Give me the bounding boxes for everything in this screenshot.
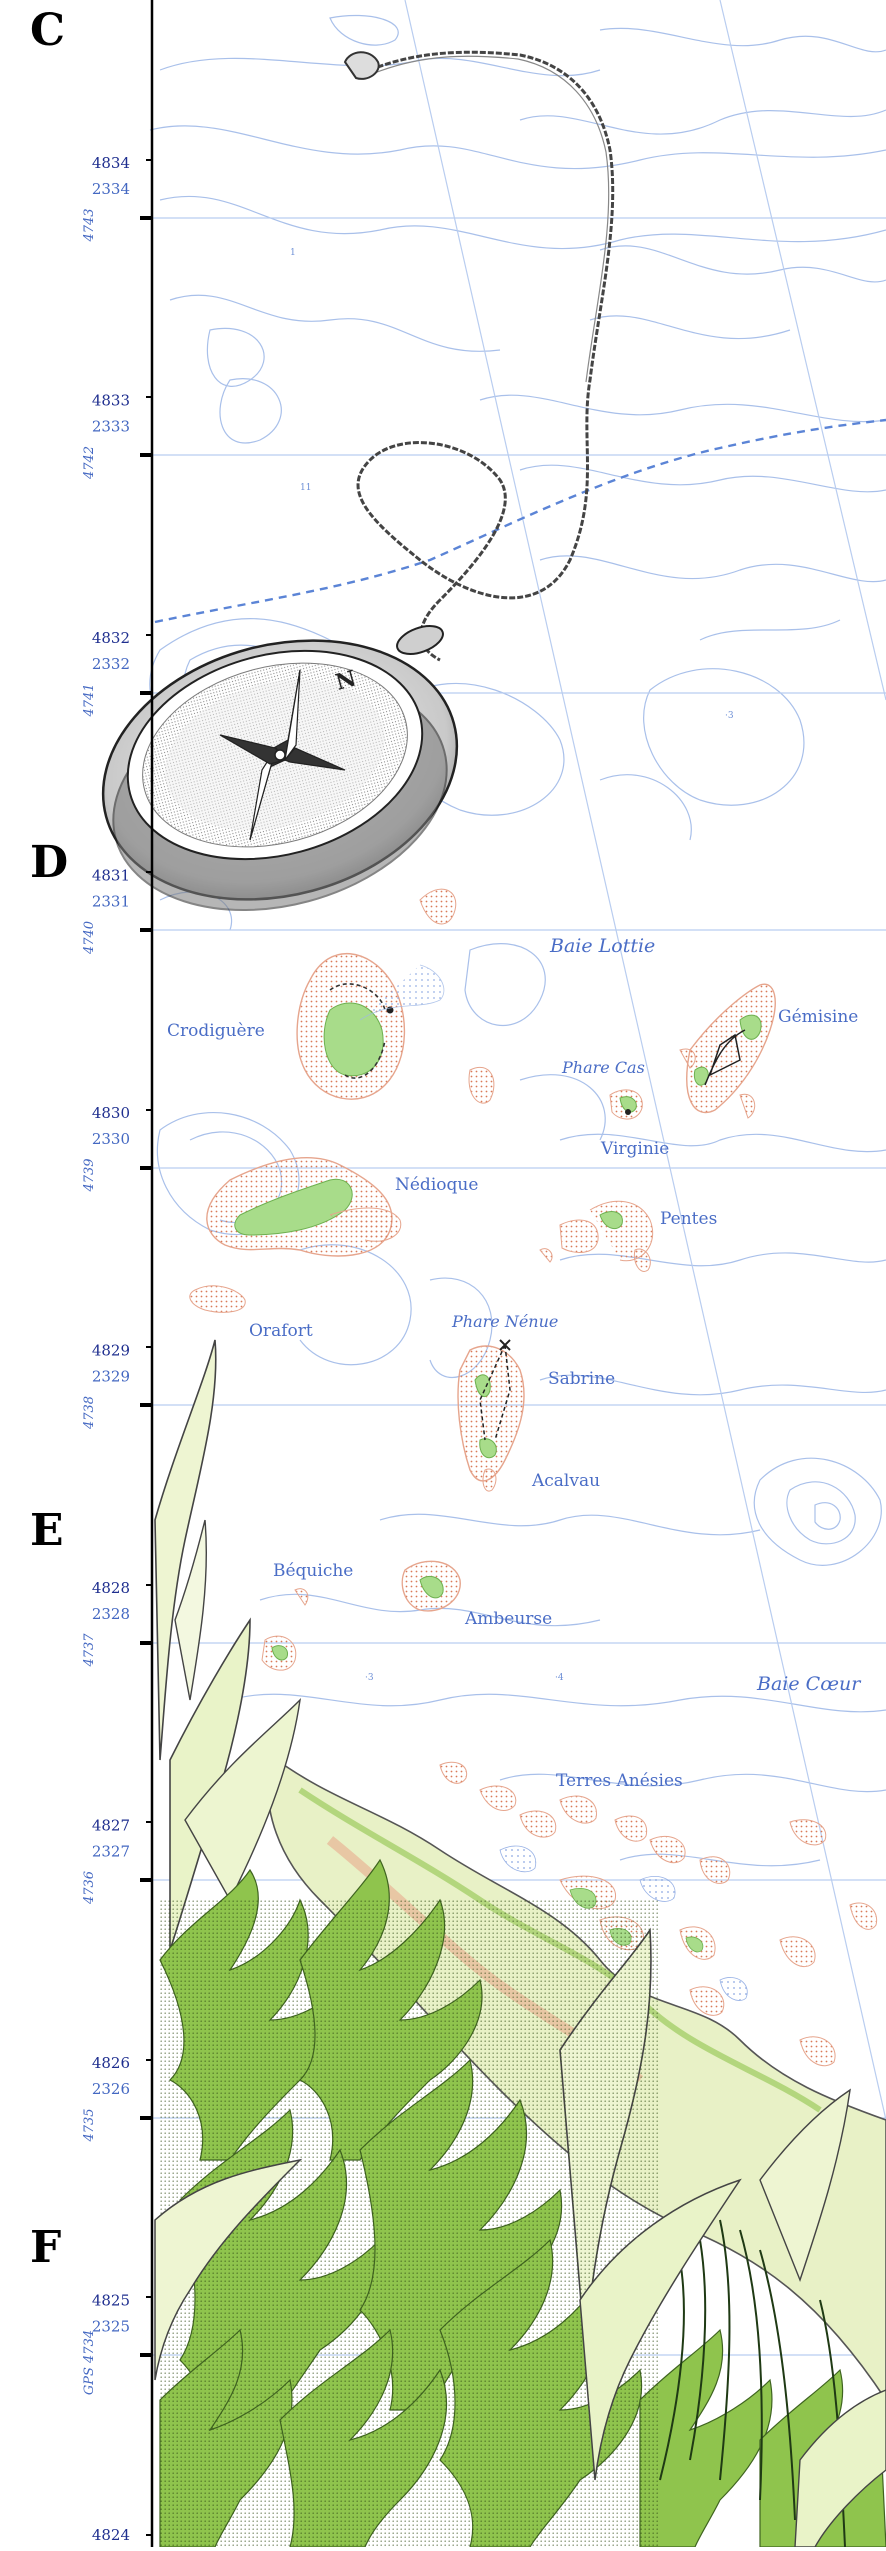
svg-text:·3: ·3 [725, 711, 734, 721]
scale-rotated-label: 4735 [82, 2108, 97, 2142]
scale-secondary-label: 2326 [92, 2080, 130, 2098]
scale-primary-label: 4824 [92, 2526, 130, 2544]
scale-rotated-label: 4740 [82, 921, 97, 955]
scale-secondary-label: 2333 [92, 418, 130, 436]
scale-secondary-label: 2325 [92, 2318, 130, 2336]
label-nedioque: Nédioque [395, 1175, 478, 1195]
section-letter-c: C [30, 5, 65, 56]
scale-primary-label: 4830 [92, 1104, 130, 1122]
section-letter-d: D [30, 837, 68, 888]
section-letters: C D E F [30, 5, 68, 2273]
label-terres-anesies: Terres Anésies [556, 1771, 683, 1791]
svg-text:11: 11 [300, 483, 311, 493]
label-crodiguere: Crodiguère [167, 1021, 265, 1041]
label-baie-coeur: Baie Cœur [756, 1673, 862, 1695]
svg-text:·3: ·3 [365, 1673, 374, 1683]
label-ambeurse: Ambeurse [464, 1609, 552, 1629]
scale-primary-label: 4833 [92, 392, 130, 410]
label-phare-cas: Phare Cas [561, 1058, 645, 1077]
scale-secondary-label: 2328 [92, 1605, 130, 1623]
label-orafort: Orafort [249, 1321, 313, 1341]
scale-primary-label: 4825 [92, 2292, 130, 2310]
scale-primary-label: 4827 [92, 1817, 130, 1835]
pocket-compass-with-chain-icon: N [101, 50, 615, 912]
scale-secondary-label: 2327 [92, 1843, 130, 1861]
scale-secondary-label: 2329 [92, 1368, 130, 1386]
scale-primary-label: 4832 [92, 629, 130, 647]
scale-primary-label: 4834 [92, 154, 130, 172]
bathymetric-contours [149, 14, 886, 1867]
label-phare-nenue: Phare Nénue [451, 1312, 558, 1331]
scale-rotated-label: 4741 [82, 683, 97, 717]
label-gemisine: Gémisine [778, 1007, 858, 1027]
scale-rotated-label: 4738 [82, 1396, 97, 1430]
label-virginie: Virginie [600, 1139, 669, 1159]
scale-secondary-label: 2331 [92, 893, 130, 911]
scale-primary-label: 4829 [92, 1342, 130, 1360]
limit-dashed-line [154, 418, 886, 624]
scale-rotated-label: 4736 [82, 1871, 97, 1905]
scale-rotated-label: 4737 [82, 1633, 97, 1668]
scale-secondary-label: 2332 [92, 655, 130, 673]
scale-primary-label: 4831 [92, 867, 130, 885]
label-bequiche: Béquiche [273, 1561, 353, 1581]
scale-rotated-label: GPS 4734 [82, 2330, 97, 2395]
seaweed-illustration-icon [154, 1339, 886, 2548]
scale-rotated-label: 4743 [82, 208, 97, 242]
section-letter-e: E [30, 1505, 64, 1556]
scale-secondary-label: 2334 [92, 180, 130, 198]
scale-primary-label: 4828 [92, 1579, 130, 1597]
scale-rotated-label: 4742 [82, 446, 97, 480]
label-pentes: Pentes [660, 1209, 717, 1229]
place-labels: Baie Lottie Crodiguère Gémisine Phare Ca… [167, 935, 862, 1791]
svg-text:1: 1 [290, 248, 296, 258]
svg-text:·4: ·4 [555, 1673, 564, 1683]
depth-soundings: 1 11 ·3 ·3 ·4 [290, 248, 734, 1683]
scale-secondary-label: 2330 [92, 1130, 130, 1148]
label-baie-lottie: Baie Lottie [549, 935, 655, 957]
label-sabrine: Sabrine [548, 1369, 615, 1389]
label-acalvau: Acalvau [531, 1471, 600, 1491]
section-letter-f: F [30, 2222, 61, 2273]
left-scale-bar: 4834 4833 4832 4831 4830 4829 4828 4827 4826 4825… [82, 0, 154, 2547]
scale-primary-label: 4826 [92, 2054, 130, 2072]
scale-rotated-label: 4739 [82, 1158, 97, 1192]
